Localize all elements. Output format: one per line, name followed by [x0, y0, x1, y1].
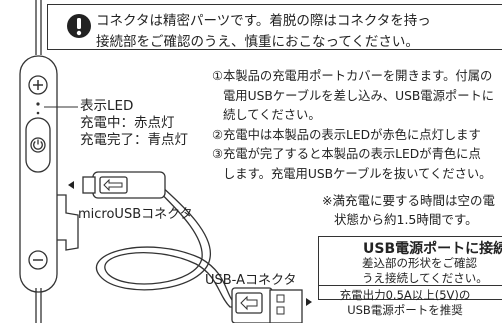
step-1-line-3: 続してください。 — [223, 108, 321, 122]
led-complete: 充電完了：青点灯 — [80, 132, 188, 148]
step-3-line-2: します。充電用USBケーブルを抜いてください。 — [223, 166, 492, 181]
usb-box-divider — [318, 285, 502, 286]
power-button — [30, 137, 46, 153]
step-3-line-1: ③充電が完了すると本製品の表示LEDが青色に点 — [212, 147, 481, 161]
warning-line-1: コネクタは精密パーツです。着脱の際はコネクタを持っ — [96, 13, 431, 29]
usb-a-arrow-icon — [306, 298, 312, 306]
usb-cable — [96, 182, 240, 301]
warning-box — [47, 4, 502, 50]
usb-port-desc: 差込部の形状をご確認 うえ接続してください。 — [362, 256, 488, 286]
micro-usb-arrow-icon — [68, 181, 74, 189]
led-dot-2 — [36, 111, 40, 115]
note-line-2: 状態から約1.5時間です。 — [334, 212, 478, 227]
remote-center-panel — [25, 117, 51, 173]
usb-a-label: USB-Aコネクタ — [205, 273, 297, 288]
charging-steps: ①本製品の充電用ポートカバーを開きます。付属の 電用USBケーブルを差し込み、U… — [212, 67, 494, 184]
micro-usb-label: microUSBコネクタ — [78, 207, 193, 222]
recommend-line-2: USB電源ポートを推奨 — [347, 303, 463, 317]
usb-port-desc-2: うえ接続してください。 — [362, 271, 488, 285]
plus-button — [28, 75, 48, 95]
minus-button — [28, 250, 48, 270]
led-dot — [36, 102, 40, 106]
usb-port-box — [318, 236, 502, 300]
usb-a-connector — [231, 287, 303, 323]
step-1-line-2: 電用USBケーブルを差し込み、USB電源ポートに — [223, 88, 495, 103]
led-charging: 充電中：赤点灯 — [80, 115, 175, 131]
remote-body — [19, 55, 58, 293]
micro-usb-connector — [82, 171, 166, 199]
led-title: 表示LED — [80, 98, 134, 114]
usb-port-desc-1: 差込部の形状をご確認 — [362, 256, 477, 270]
charge-time-note: ※満充電に要する時間は空の電 状態から約1.5時間です。 — [322, 191, 495, 229]
port-cover — [57, 194, 79, 251]
warning-line-2: 接続部をご確認のうえ、慎重におこなってください。 — [96, 34, 419, 50]
step-2: ②充電中は本製品の表示LEDが赤色に点灯します — [212, 127, 481, 142]
exclamation-icon — [67, 14, 91, 38]
recommend-line-1: 充電出力0.5A以上(5V)の — [339, 288, 471, 302]
usb-port-title: USB電源ポートに接続 — [363, 241, 502, 257]
warning-text: コネクタは精密パーツです。着脱の際はコネクタを持っ 接続部をご確認のうえ、慎重に… — [96, 11, 431, 53]
recommend-text: 充電出力0.5A以上(5V)の USB電源ポートを推奨 — [330, 288, 480, 318]
step-1-line-1: ①本製品の充電用ポートカバーを開きます。付属の — [212, 69, 493, 83]
led-label: 表示LED 充電中：赤点灯 充電完了：青点灯 — [80, 98, 188, 149]
note-line-1: ※満充電に要する時間は空の電 — [322, 193, 495, 208]
